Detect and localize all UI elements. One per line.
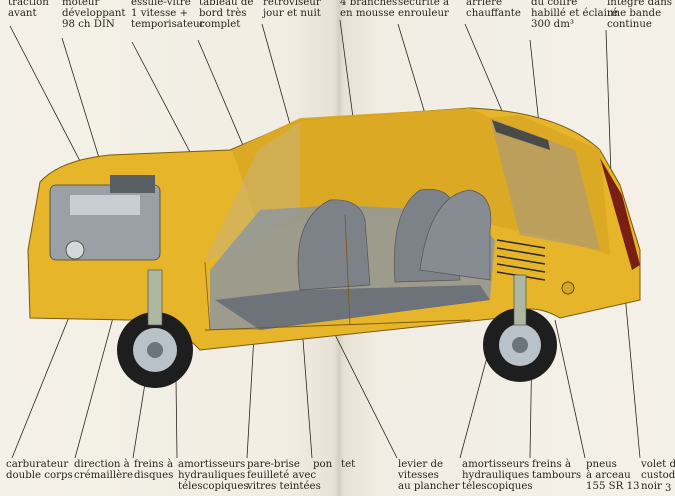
label-4-branches: 4 branches en mousse — [340, 0, 398, 19]
label-pneus: pneus à arceau 155 SR 13 — [586, 459, 640, 492]
label-integre: intégré dans une bande continue — [607, 0, 672, 30]
label-amortisseurs-arriere: amortisseurs hydrauliques télescopiques — [462, 459, 533, 492]
label-amortisseurs-avant: amortisseurs hydrauliques télescopiques — [178, 459, 249, 492]
label-pon: pon — [313, 459, 333, 470]
label-tableau-de-bord: tableau de bord très complet — [199, 0, 254, 30]
rear-louvers — [496, 239, 546, 281]
label-direction: direction à crémaillère — [74, 459, 134, 481]
label-volet: volet de custode noir — [641, 459, 675, 492]
label-levier: levier de vitesses au plancher — [398, 459, 460, 492]
front-wheel — [117, 269, 193, 388]
rear-wheel — [483, 274, 557, 382]
label-securite: sécurité à enrouleur — [398, 0, 450, 19]
label-freins-tambours: freins à tambours — [532, 459, 582, 481]
label-traction-avant: traction avant — [8, 0, 49, 19]
label-retroviseur: rétroviseur jour et nuit — [263, 0, 321, 19]
page-number: 3 — [665, 483, 672, 494]
label-moteur: moteur développant 98 ch DIN — [62, 0, 126, 30]
label-tet: tet — [341, 459, 356, 470]
label-essuie-vitre: essuie-vitre 1 vitesse + temporisateur — [131, 0, 205, 30]
label-coffre: du coffre habillé et éclairé 300 dm³ — [531, 0, 618, 30]
label-arriere-chauffante: arrière chauffante — [466, 0, 521, 19]
label-carburateur: carburateur double corps — [6, 459, 73, 481]
car-body — [27, 107, 641, 388]
label-pare-brise: pare-brise feuilleté avec vitres teintée… — [247, 459, 321, 492]
label-freins-disques: freins à disques — [134, 459, 174, 481]
